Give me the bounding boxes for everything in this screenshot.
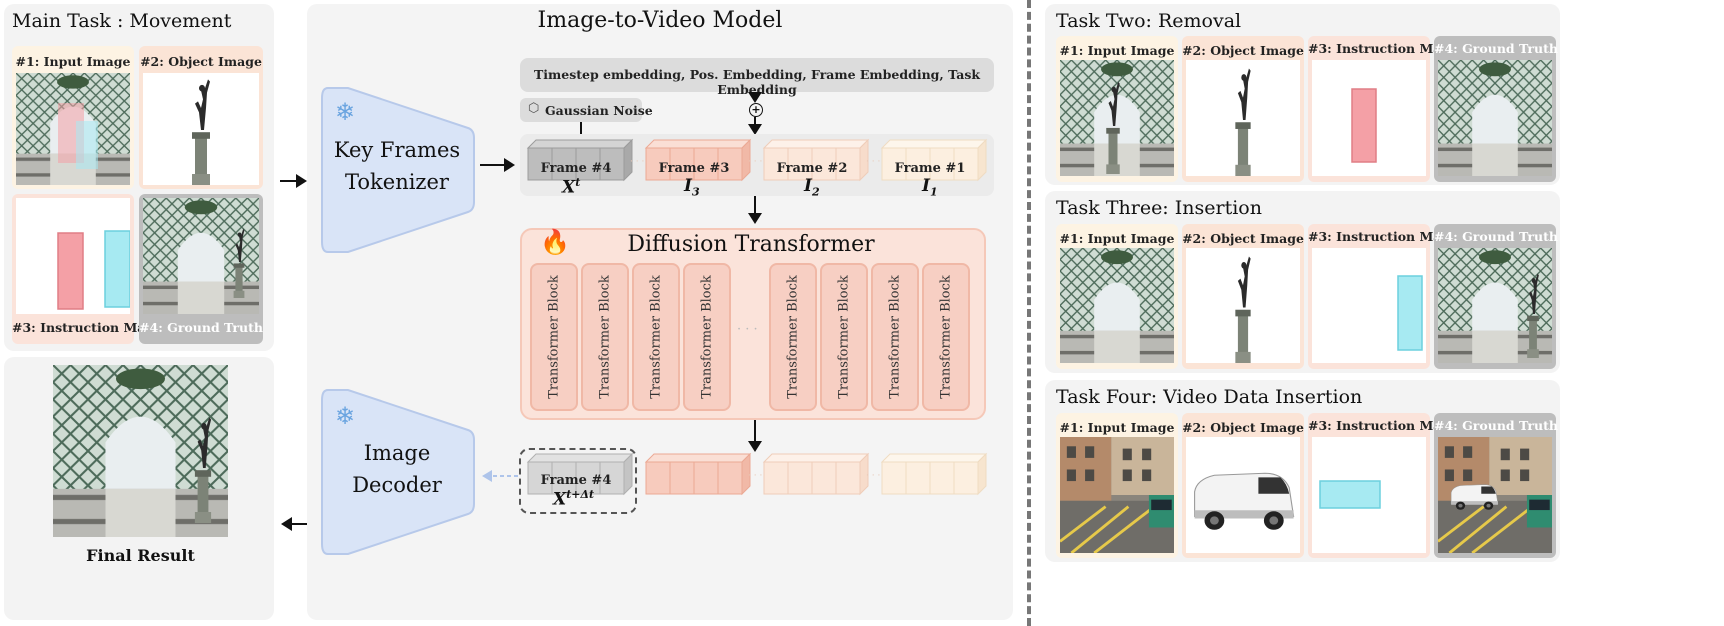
output-frame-label: Frame #4 (540, 473, 612, 488)
embedding-bar (520, 58, 994, 92)
tokenizer-line1: Key Frames (333, 138, 461, 162)
svg-text:· · ·: · · · (866, 471, 880, 481)
arrow-output-to-decoder (482, 470, 518, 482)
embedding-text: Timestep embedding, Pos. Embedding, Fram… (533, 67, 981, 97)
output-frames-row: · · · · · · (526, 452, 988, 496)
final-result-label: Final Result (86, 546, 195, 565)
arrow-to-final (281, 517, 307, 531)
svg-text:· · ·: · · · (748, 471, 762, 481)
decoder-snowflake-icon: ❄ (335, 402, 356, 430)
main-task-title: Main Task : Movement (12, 10, 232, 32)
gaussian-noise-pill (520, 98, 642, 122)
transformer-block-6: Transformer Block (820, 263, 868, 411)
transformer-block-1: Transformer Block (530, 263, 578, 411)
main-instruction-label: #3: Instruction Map (12, 320, 155, 335)
sym-x-t-dt: Xt+Δt (553, 488, 595, 510)
section-divider (1027, 0, 1031, 626)
t4-input-image (1060, 437, 1174, 553)
main-input-cell: #1: Input Image (12, 46, 134, 189)
frame-4-label: Frame #4 (540, 161, 612, 176)
tokenizer-line2: Tokenizer (345, 170, 449, 194)
sym-i3: I3 (684, 176, 700, 199)
arrow-to-tokenizer (280, 174, 307, 188)
sym-i2: I2 (804, 176, 820, 199)
svg-text:· · ·: · · · (866, 157, 880, 167)
decoder-line1: Image (363, 441, 431, 465)
t2-instruction-map (1312, 60, 1426, 176)
main-instruction-map (16, 198, 130, 314)
frames-row: · · · · · · · · · (526, 138, 988, 182)
task-two-title: Task Two: Removal (1056, 10, 1242, 32)
frame-tokens-1 (880, 138, 988, 182)
tokenizer-shape (321, 87, 475, 253)
main-object-cell: #2: Object Image (139, 46, 263, 189)
transformer-block-5: Transformer Block (769, 263, 817, 411)
model-title: Image-to-Video Model (537, 8, 783, 33)
frame-3-label: Frame #3 (658, 161, 730, 176)
t3-input-image (1060, 248, 1174, 363)
sym-xt: Xt (562, 176, 581, 198)
main-gt-label: #4: Ground Truth (139, 320, 263, 335)
main-instruction-cell: #3: Instruction Map (12, 194, 155, 344)
t3-instruction-map (1312, 248, 1426, 363)
fire-icon: 🔥 (540, 228, 570, 256)
arrow-plus-to-frames (748, 117, 762, 135)
transformer-block-4: Transformer Block (683, 263, 731, 411)
t4-gt-image (1438, 437, 1552, 553)
sym-i1: I1 (922, 176, 938, 199)
t3-object-image (1186, 248, 1300, 363)
arrow-dit-to-output (748, 420, 762, 452)
van-mask (1319, 480, 1381, 509)
source-mask (57, 232, 84, 310)
svg-text:· · ·: · · · (630, 157, 644, 167)
arrow-tokenizer-to-frames (480, 158, 515, 172)
plus-icon: + (749, 103, 763, 117)
main-input-image (16, 73, 130, 185)
frame-tokens-3 (644, 138, 752, 182)
frame-2-label: Frame #2 (776, 161, 848, 176)
main-gt-image (143, 198, 259, 314)
removal-mask (1351, 88, 1377, 163)
insertion-mask (1397, 275, 1423, 351)
task-four-title: Task Four: Video Data Insertion (1056, 386, 1363, 408)
final-result-image (53, 365, 228, 537)
transformer-block-7: Transformer Block (871, 263, 919, 411)
transformer-block-8: Transformer Block (922, 263, 970, 411)
gaussian-noise-label: Gaussian Noise (545, 103, 653, 118)
main-object-label: #2: Object Image (140, 54, 262, 69)
frame-1-label: Frame #1 (894, 161, 966, 176)
t2-input-image (1060, 60, 1174, 176)
transformer-block-2: Transformer Block (581, 263, 629, 411)
t3-gt-image (1438, 248, 1552, 363)
arrow-frames-to-dit (748, 196, 762, 224)
t2-object-image (1186, 60, 1300, 176)
target-mask (104, 230, 130, 308)
decoder-line2: Decoder (352, 473, 442, 497)
main-gt-cell: #4: Ground Truth (139, 194, 263, 344)
task-three-title: Task Three: Insertion (1056, 197, 1262, 219)
dit-title: Diffusion Transformer (627, 232, 875, 257)
main-input-label: #1: Input Image (15, 54, 131, 69)
arrow-embed-to-plus (748, 92, 762, 103)
blocks-ellipsis: · · · (737, 322, 758, 337)
t2-gt-image (1438, 60, 1552, 176)
decoder-shape (321, 389, 475, 555)
t4-object-image (1186, 437, 1300, 553)
transformer-block-3: Transformer Block (632, 263, 680, 411)
main-object-image (143, 73, 259, 185)
svg-text:· · ·: · · · (748, 157, 762, 167)
frame-tokens-4 (526, 138, 634, 182)
tokenizer-snowflake-icon: ❄ (335, 98, 356, 126)
dice-icon: ⬡ (528, 101, 540, 116)
t4-instruction-map (1312, 437, 1426, 553)
frame-tokens-2 (762, 138, 870, 182)
